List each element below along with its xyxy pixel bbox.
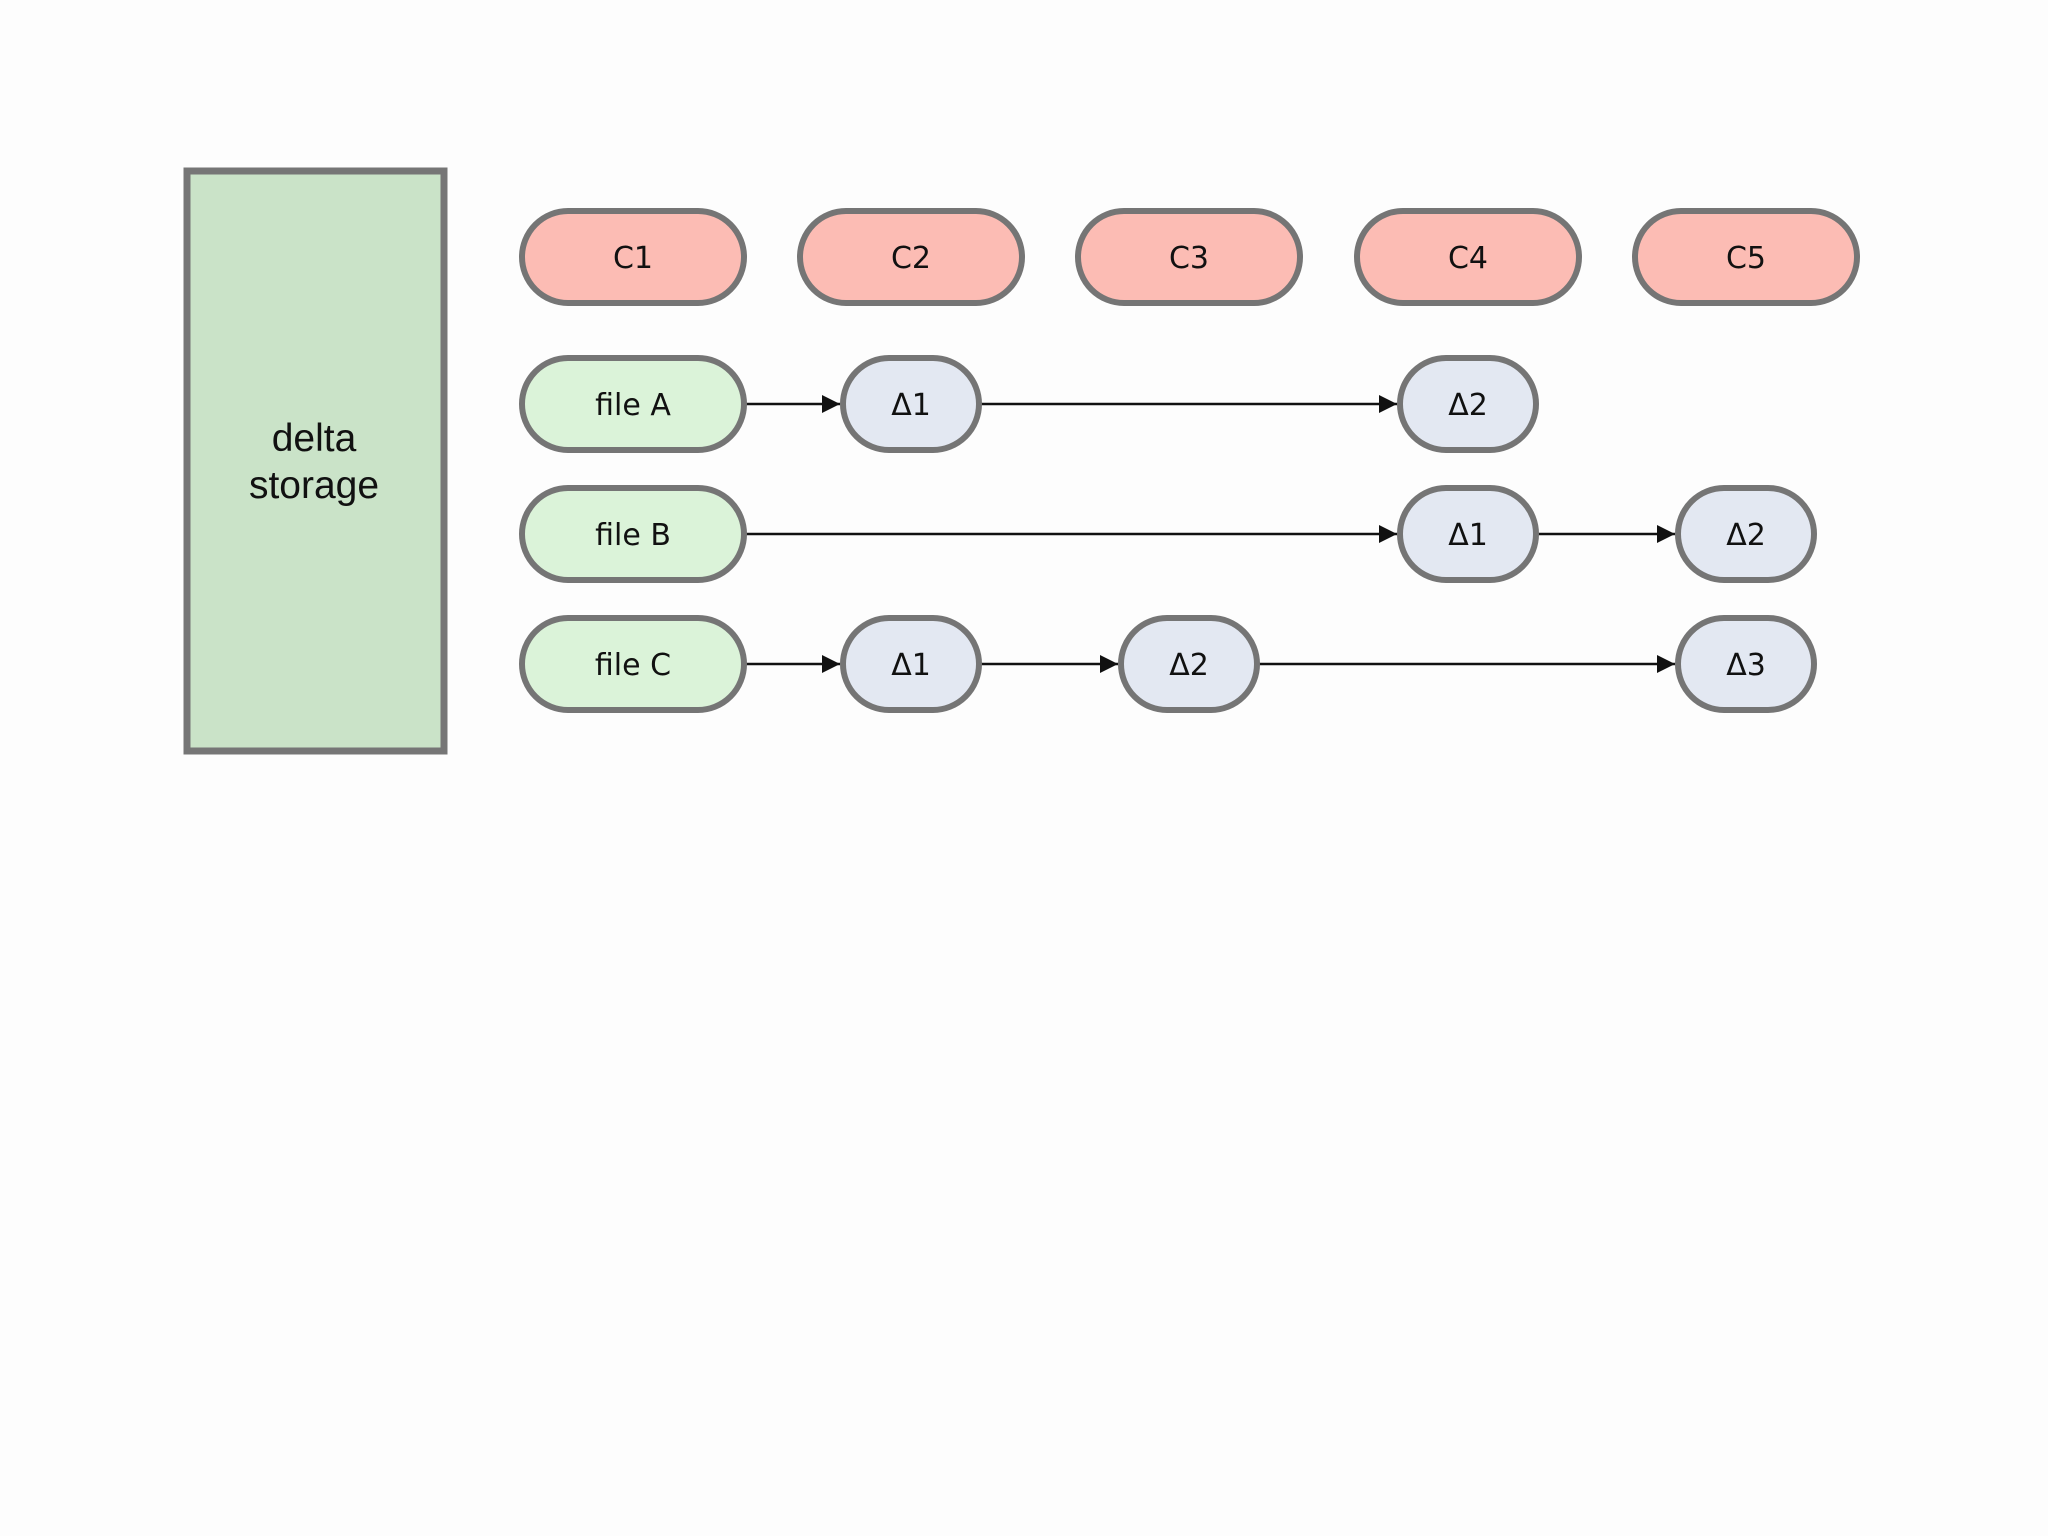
file-b-shape [519,485,747,583]
commit-c2-shape [797,208,1025,306]
file-a-delta-2: Δ2 [1397,355,1539,453]
commit-c2-label: C2 [891,241,931,276]
commit-c3: C3 [1075,208,1303,306]
file-c-delta-1: Δ1 [840,615,982,713]
file-c-label: file C [595,648,671,683]
commits-row: C1 C2 C3 C4 C5 [519,208,1860,306]
file-b-delta-2-label: Δ2 [1726,518,1766,553]
file-c: file C [519,615,747,713]
file-a-delta-2-label: Δ2 [1448,388,1488,423]
commit-c1: C1 [519,208,747,306]
file-a-delta-1-label: Δ1 [891,388,931,423]
file-c-delta-2: Δ2 [1118,615,1260,713]
commit-c1-shape [519,208,747,306]
commit-c2: C2 [797,208,1025,306]
file-c-delta-2-label: Δ2 [1169,648,1209,683]
file-b-delta-1: Δ1 [1397,485,1539,583]
file-a: file A [519,355,747,453]
file-a-label: file A [595,388,671,423]
file-c-delta-2-shape [1118,615,1260,713]
commit-c5: C5 [1632,208,1860,306]
commit-c1-label: C1 [613,241,653,276]
file-c-delta-3-label: Δ3 [1726,648,1766,683]
file-b-delta-1-shape [1397,485,1539,583]
file-a-delta-1-shape [840,355,982,453]
file-b-delta-2-shape [1675,485,1817,583]
commit-c5-label: C5 [1726,241,1766,276]
storage-label-line2: storage [249,464,379,507]
commit-c4-shape [1354,208,1582,306]
commit-c4-label: C4 [1448,241,1488,276]
file-b-delta-2: Δ2 [1675,485,1817,583]
storage-label-line1: delta [272,417,357,460]
arrows-layer [744,395,1675,673]
commit-c4: C4 [1354,208,1582,306]
commit-c3-label: C3 [1169,241,1209,276]
file-b-label: file B [595,518,671,553]
file-b: file B [519,485,747,583]
commit-c3-shape [1075,208,1303,306]
file-c-shape [519,615,747,713]
file-c-delta-1-shape [840,615,982,713]
storage-box [183,167,448,755]
file-a-delta-1: Δ1 [840,355,982,453]
storage-panel: delta storage [183,167,448,755]
file-c-delta-3: Δ3 [1675,615,1817,713]
file-a-shape [519,355,747,453]
file-b-delta-1-label: Δ1 [1448,518,1488,553]
file-c-delta-1-label: Δ1 [891,648,931,683]
file-a-delta-2-shape [1397,355,1539,453]
file-c-delta-3-shape [1675,615,1817,713]
commit-c5-shape [1632,208,1860,306]
